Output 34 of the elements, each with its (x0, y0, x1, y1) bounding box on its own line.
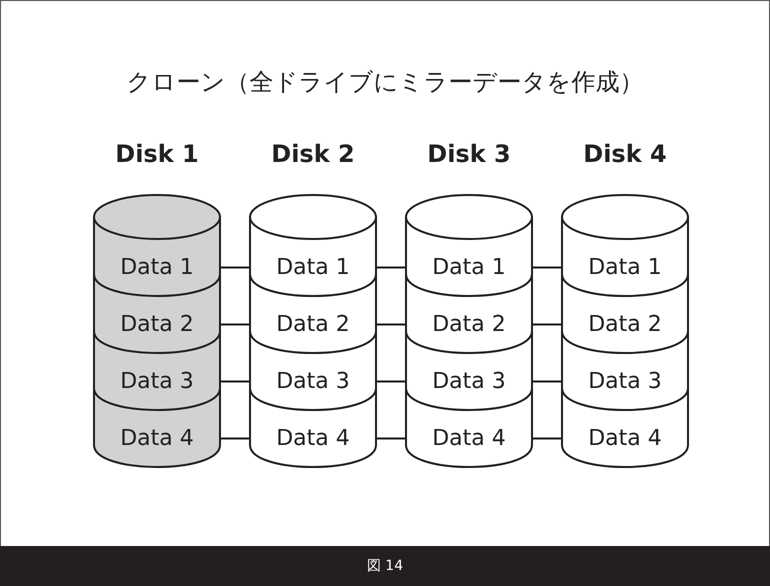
data-label: Data 1 (255, 241, 371, 294)
connector-line (533, 380, 561, 382)
connector-line (533, 324, 561, 326)
data-label: Data 2 (99, 298, 215, 351)
data-label: Data 3 (99, 355, 215, 408)
disk-label: Disk 3 (426, 140, 512, 168)
disk-label: Disk 4 (582, 140, 668, 168)
data-label: Data 4 (99, 412, 215, 465)
data-label: Data 2 (255, 298, 371, 351)
connector-line (377, 266, 405, 268)
connector-line (533, 438, 561, 440)
data-label: Data 3 (255, 355, 371, 408)
connector-line (221, 380, 249, 382)
connector-line (377, 438, 405, 440)
data-label: Data 2 (411, 298, 527, 351)
data-label: Data 4 (255, 412, 371, 465)
connector-line (377, 324, 405, 326)
connector-line (221, 324, 249, 326)
connector-line (221, 266, 249, 268)
data-label: Data 1 (567, 241, 683, 294)
data-label: Data 2 (567, 298, 683, 351)
caption: 図 14 (366, 557, 404, 576)
disk-label: Disk 1 (114, 140, 200, 168)
data-label: Data 1 (411, 241, 527, 294)
data-label: Data 1 (99, 241, 215, 294)
connector-line (377, 380, 405, 382)
connector-line (533, 266, 561, 268)
data-label: Data 3 (411, 355, 527, 408)
disk-label: Disk 2 (270, 140, 356, 168)
connector-line (221, 438, 249, 440)
data-label: Data 3 (567, 355, 683, 408)
title: クローン（全ドライブにミラーデータを作成） (126, 67, 644, 98)
data-label: Data 4 (567, 412, 683, 465)
data-label: Data 4 (411, 412, 527, 465)
